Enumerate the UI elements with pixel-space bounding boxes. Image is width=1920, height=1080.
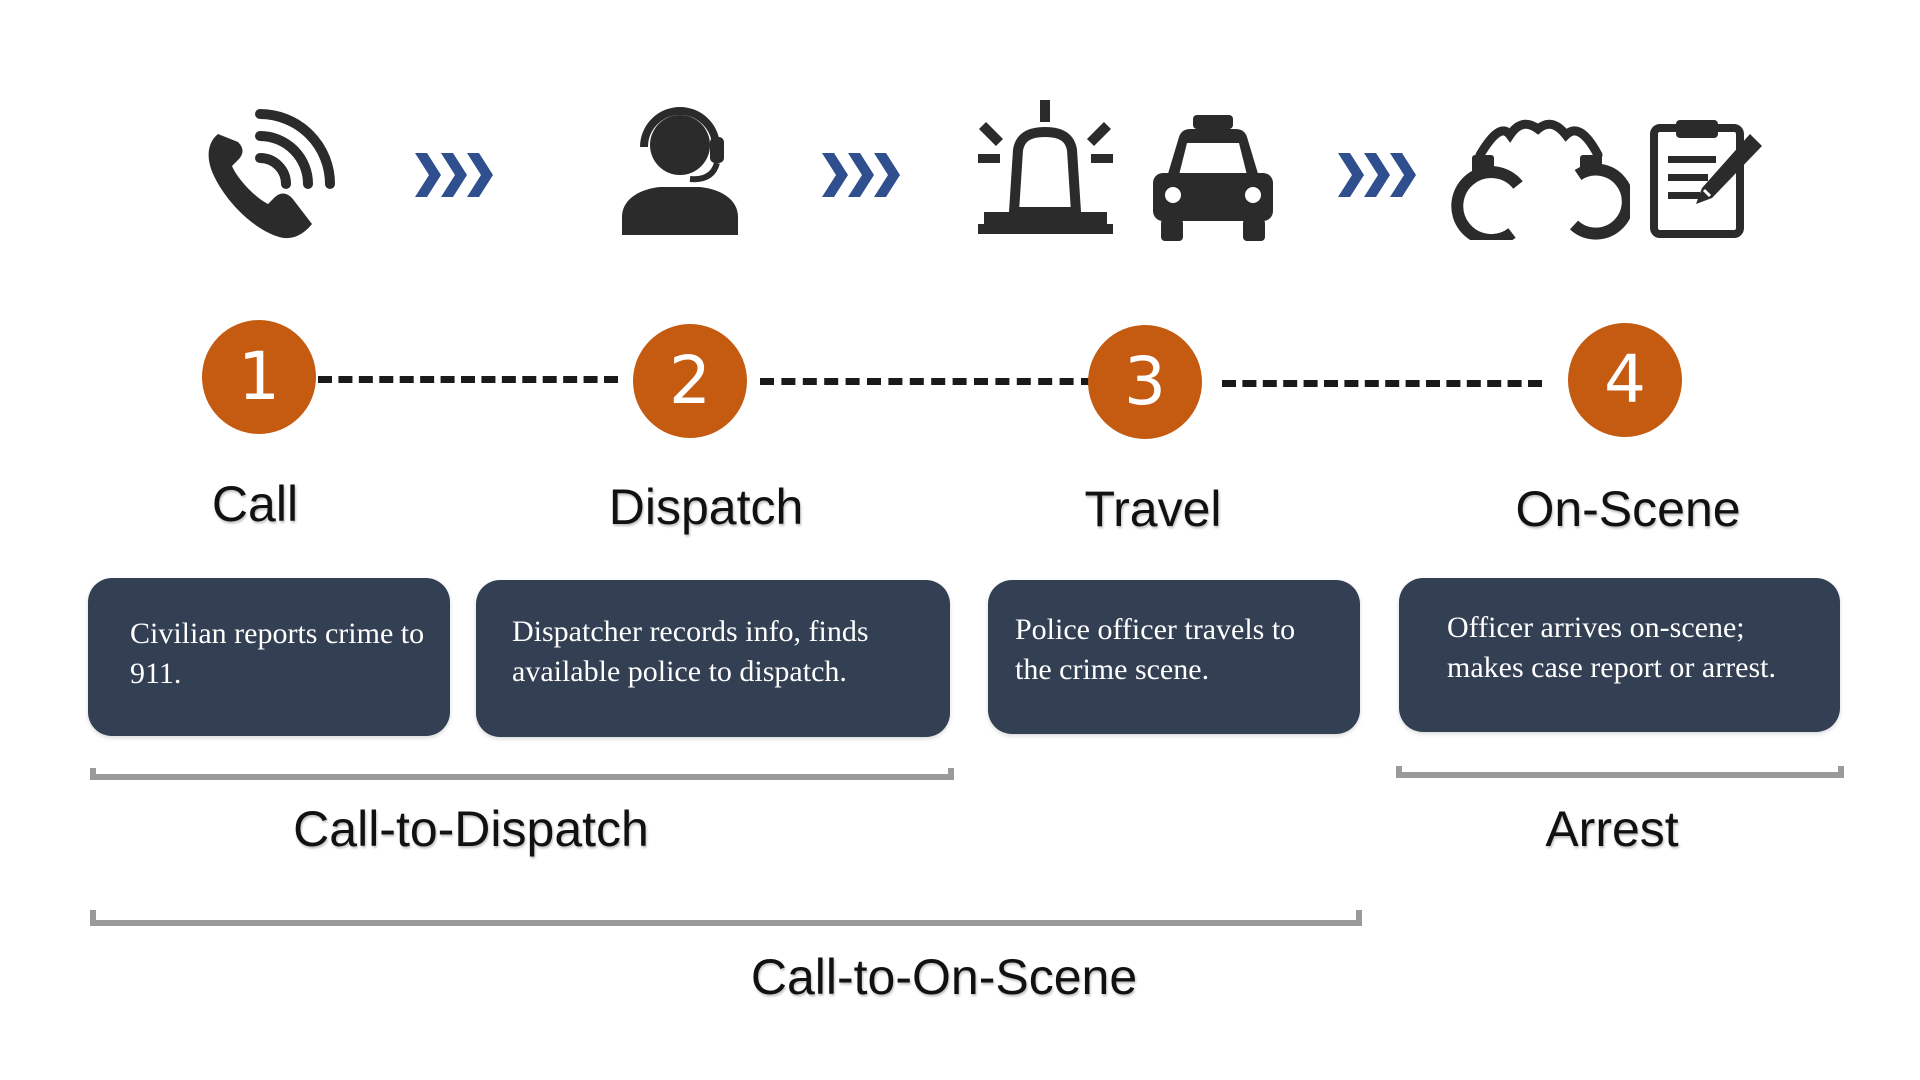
headset-operator-icon <box>620 105 745 235</box>
step-number-badge: 4 <box>1568 323 1682 437</box>
step-label-dispatch: Dispatch <box>608 479 804 535</box>
step-description-box: Dispatcher records info, finds available… <box>476 580 950 737</box>
step-label-call: Call <box>211 476 299 532</box>
step-description-text: Officer arrives on-scene; makes case rep… <box>1447 611 1777 684</box>
timeline-connector <box>318 376 618 383</box>
step-description-box: Officer arrives on-scene; makes case rep… <box>1399 578 1840 732</box>
step-number-badge: 3 <box>1088 325 1202 439</box>
step-label-travel: Travel <box>1084 481 1222 537</box>
step-description-box: Civilian reports crime to 911. <box>88 578 450 736</box>
chevron-arrows-icon <box>822 153 904 197</box>
step-description-text: Civilian reports crime to 911. <box>130 617 425 690</box>
step-description-text: Dispatcher records info, finds available… <box>512 615 869 688</box>
police-car-icon <box>1145 115 1280 243</box>
range-label-call-to-dispatch: Call-to-Dispatch <box>293 801 649 857</box>
step-label-on-scene: On-Scene <box>1515 481 1741 537</box>
timeline-connector <box>760 378 1095 385</box>
step-description-box: Police officer travels to the crime scen… <box>988 580 1360 734</box>
range-label-call-to-on-scene: Call-to-On-Scene <box>750 949 1138 1005</box>
chevron-arrows-icon <box>1338 153 1420 197</box>
range-bracket-arrest <box>1396 766 1844 778</box>
timeline-connector <box>1222 380 1542 387</box>
range-bracket-call-to-dispatch <box>90 768 954 780</box>
chevron-arrows-icon <box>415 153 497 197</box>
handcuffs-icon <box>1450 115 1630 240</box>
range-bracket-call-to-on-scene <box>90 910 1362 926</box>
step-description-text: Police officer travels to the crime scen… <box>1015 613 1296 686</box>
siren-icon <box>978 100 1113 235</box>
step-number-badge: 2 <box>633 324 747 438</box>
clipboard-icon <box>1650 118 1765 238</box>
phone-ringing-icon <box>190 100 340 240</box>
range-label-arrest: Arrest <box>1545 801 1679 857</box>
step-number-badge: 1 <box>202 320 316 434</box>
